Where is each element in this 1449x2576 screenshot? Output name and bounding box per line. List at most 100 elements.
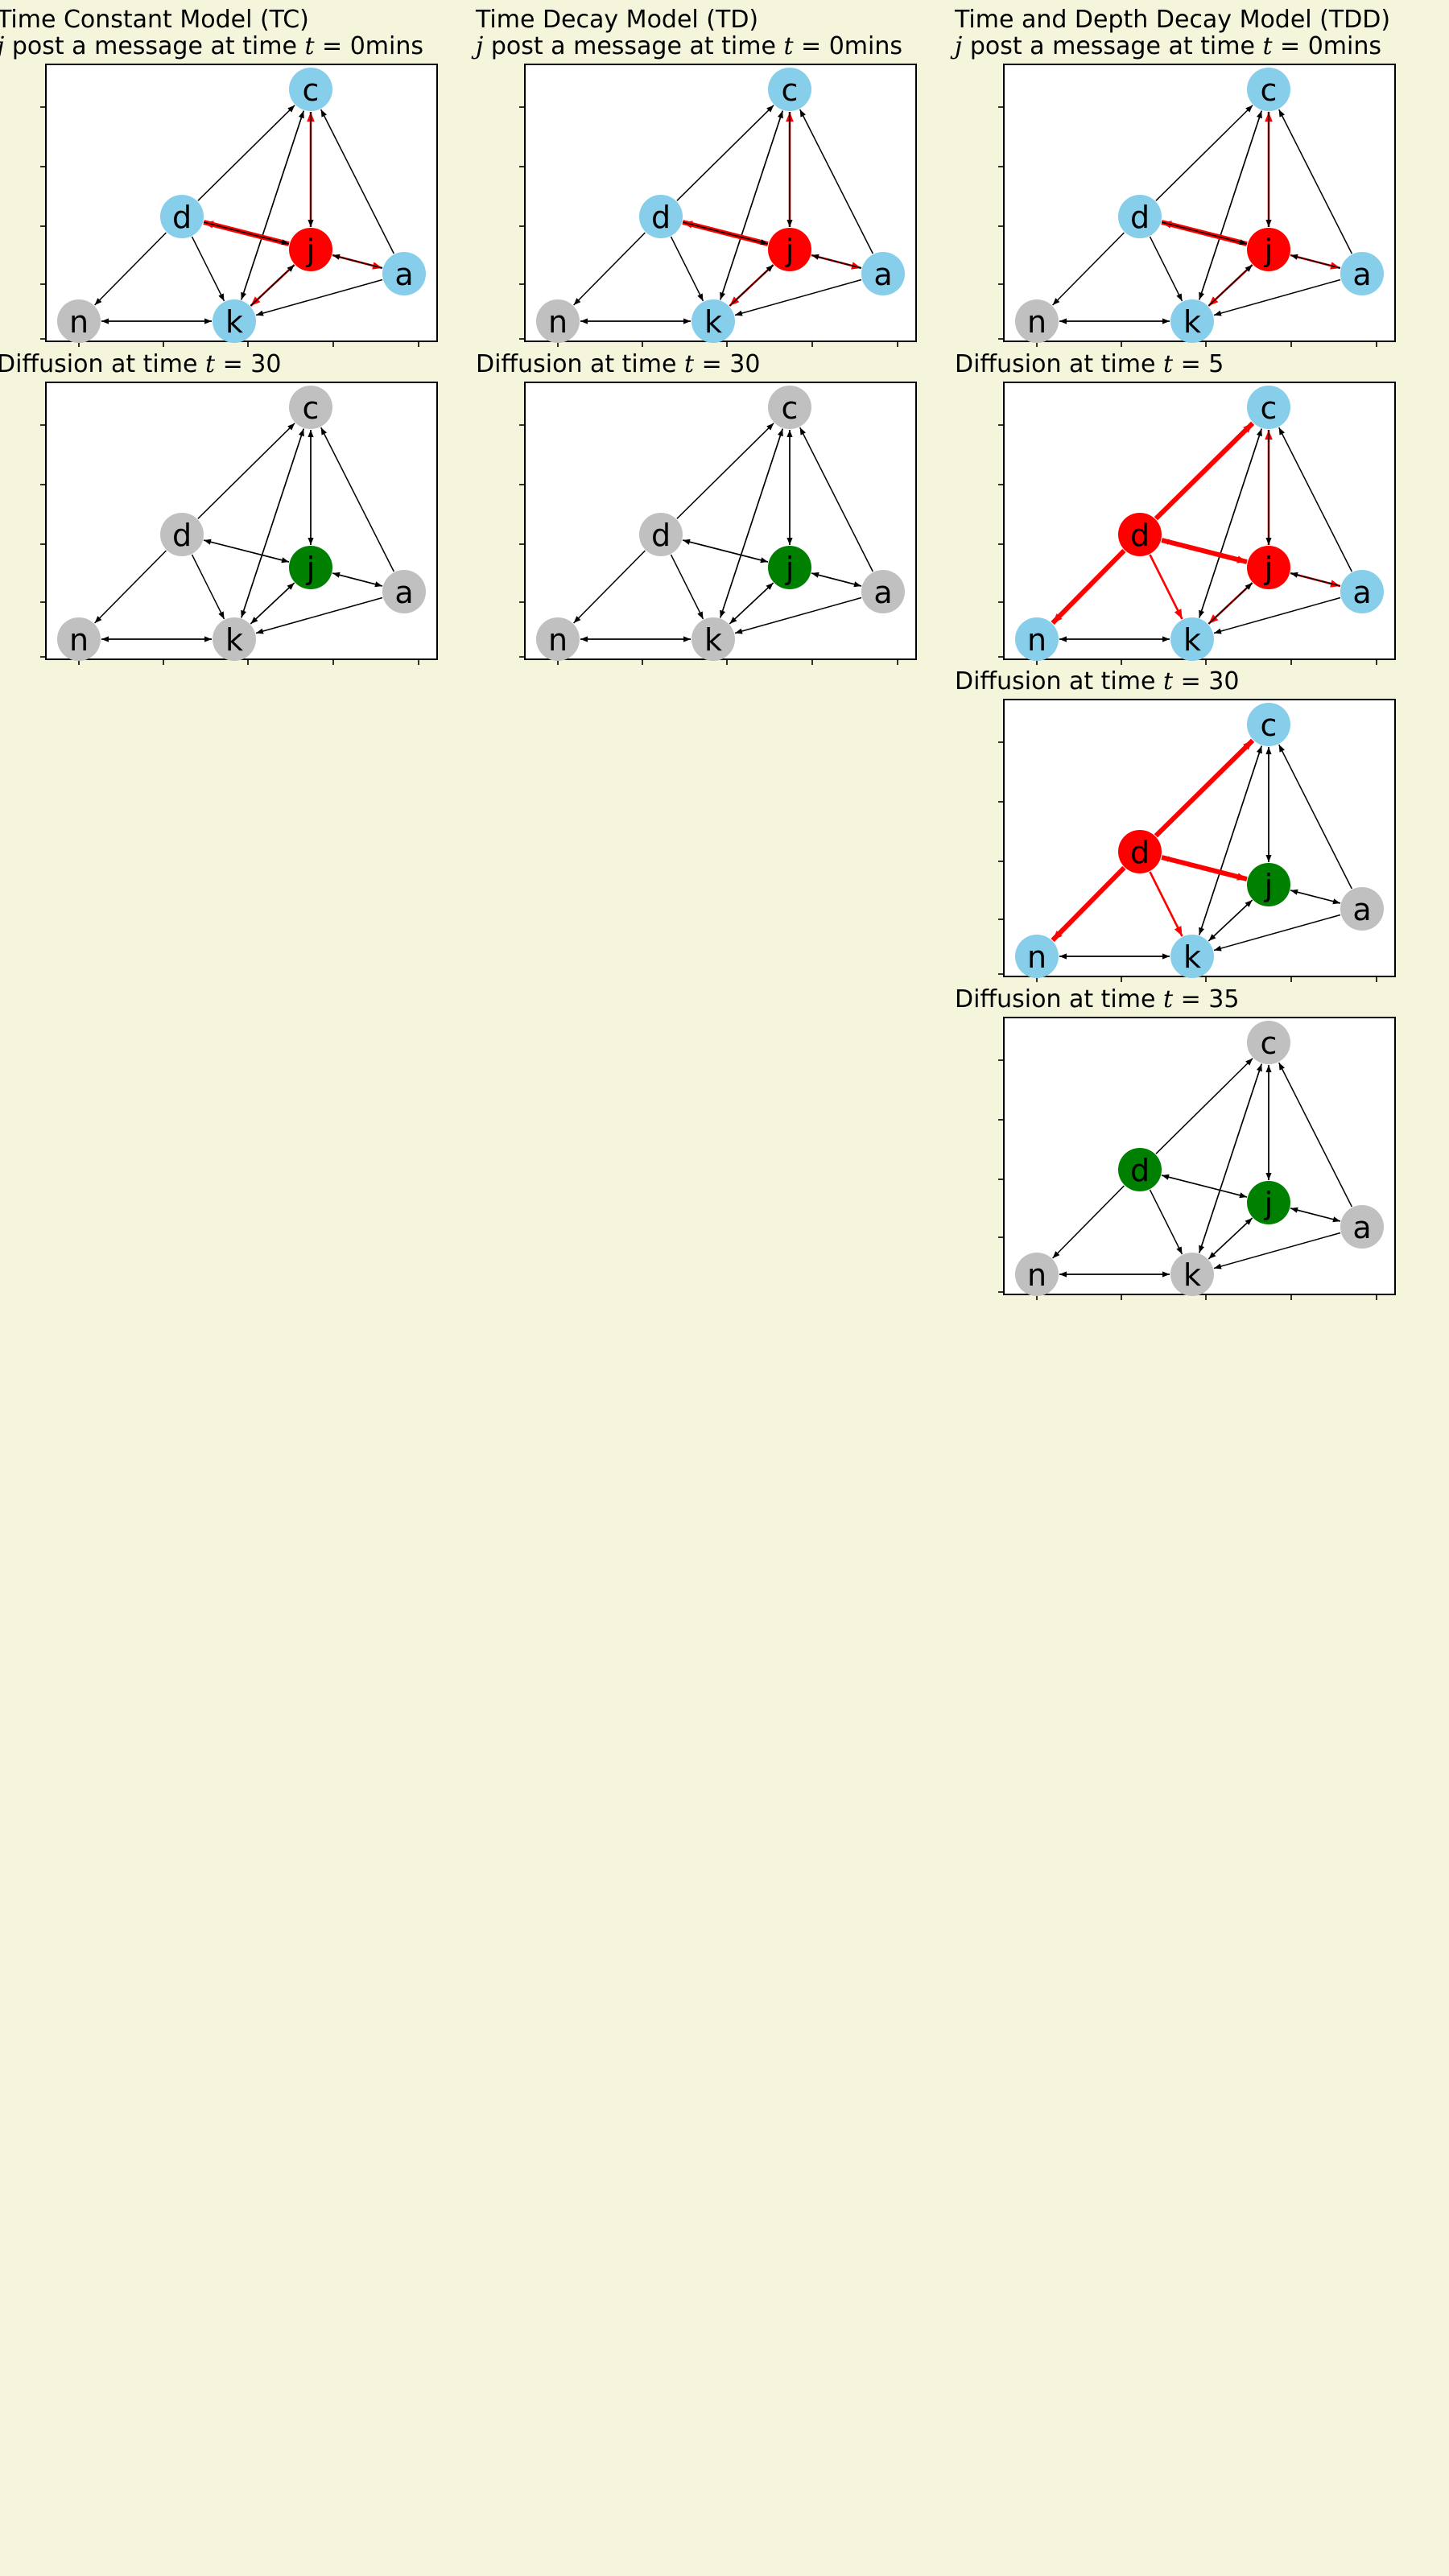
- node-a-circle: [861, 252, 905, 295]
- edge-d-c: [676, 105, 774, 201]
- title-line: Diffusion at time t = 30: [0, 351, 281, 378]
- edge-a-k: [734, 597, 862, 634]
- node-k: k: [691, 299, 735, 343]
- node-a: a: [1340, 1205, 1384, 1249]
- node-n-circle: [1015, 1253, 1059, 1296]
- edge-a-j: [332, 572, 383, 587]
- edge-a-j: [1290, 889, 1341, 904]
- node-k-label: k: [225, 622, 243, 658]
- node-a: a: [861, 252, 905, 295]
- edge-a-k: [1213, 1232, 1341, 1269]
- node-c-label: c: [303, 72, 320, 108]
- edge-d-k: [191, 554, 225, 620]
- edge-d-j: [1161, 221, 1248, 246]
- edge-k-j: [1208, 1217, 1253, 1260]
- edge-d-c: [1154, 421, 1255, 521]
- title-tail: = 5: [1173, 350, 1224, 378]
- node-d: d: [1118, 1148, 1162, 1191]
- node-c: c: [1247, 68, 1290, 111]
- node-n: n: [536, 617, 580, 661]
- edge-k-j: [1208, 582, 1253, 625]
- panel-title: Diffusion at time t = 30: [955, 668, 1239, 695]
- node-n-circle: [1015, 935, 1059, 978]
- node-d-circle: [160, 513, 204, 556]
- node-a: a: [1340, 570, 1384, 613]
- edge-a-k: [1213, 597, 1341, 634]
- title-math: t: [683, 350, 695, 378]
- node-n-label: n: [1027, 939, 1046, 975]
- edge-a-c: [320, 109, 394, 254]
- node-d-label: d: [651, 200, 671, 235]
- edge-a-j: [1290, 572, 1341, 587]
- node-d: d: [639, 195, 683, 238]
- edge-a-k: [255, 279, 383, 316]
- node-a-label: a: [394, 575, 413, 610]
- node-k-circle: [1170, 617, 1214, 661]
- node-j-label: j: [1264, 551, 1274, 586]
- node-c-label: c: [1261, 390, 1278, 426]
- node-d-label: d: [651, 518, 671, 553]
- node-d-circle: [1118, 1148, 1162, 1191]
- edge-a-c: [799, 109, 873, 254]
- node-a-circle: [1340, 1205, 1384, 1249]
- edge-d-k: [1149, 1189, 1183, 1255]
- edge-c-k: [720, 428, 783, 618]
- node-d-label: d: [1130, 518, 1150, 553]
- node-d-circle: [639, 513, 683, 556]
- edge-c-k: [1199, 110, 1262, 300]
- edge-c-k: [1199, 1063, 1262, 1253]
- title-tail: = 30: [1173, 667, 1240, 696]
- edge-d-j: [1161, 538, 1248, 564]
- edge-a-c: [1278, 744, 1352, 890]
- node-d-circle: [1118, 513, 1162, 556]
- node-k-circle: [213, 299, 256, 343]
- edge-d-k: [1149, 236, 1183, 302]
- edge-d-j: [203, 539, 290, 564]
- edge-a-k: [1213, 279, 1341, 316]
- title-math: t: [1162, 667, 1174, 696]
- node-j: j: [1247, 863, 1290, 906]
- node-n: n: [57, 299, 101, 343]
- edge-a-c: [799, 427, 873, 572]
- node-n: n: [1015, 299, 1059, 343]
- node-k: k: [1170, 935, 1214, 978]
- title-line: Time and Depth Decay Model (TDD): [955, 6, 1391, 34]
- node-n: n: [57, 617, 101, 661]
- node-a-label: a: [1352, 257, 1371, 292]
- edge-a-k: [734, 279, 862, 316]
- node-k-circle: [1170, 299, 1214, 343]
- node-k-circle: [691, 299, 735, 343]
- node-d-label: d: [1130, 835, 1150, 870]
- title-math: t: [1162, 985, 1174, 1013]
- title-tail: = 30: [694, 350, 761, 378]
- edge-d-k: [191, 236, 225, 302]
- node-c-circle: [1247, 68, 1290, 111]
- edge-d-c: [676, 423, 774, 519]
- node-a-circle: [382, 570, 426, 613]
- node-k-label: k: [225, 304, 243, 340]
- node-a: a: [1340, 887, 1384, 931]
- node-c-label: c: [1261, 708, 1278, 743]
- node-j: j: [768, 546, 811, 589]
- edge-a-c: [1278, 427, 1352, 572]
- node-a: a: [382, 252, 426, 295]
- node-c: c: [768, 68, 811, 111]
- edge-d-n: [1051, 865, 1126, 943]
- node-n-circle: [536, 299, 580, 343]
- node-j: j: [289, 546, 332, 589]
- edge-d-n: [1052, 1185, 1125, 1259]
- edge-a-k: [1213, 914, 1341, 952]
- node-c: c: [1247, 1021, 1290, 1064]
- node-k-label: k: [704, 304, 722, 340]
- edge-k-j: [250, 582, 295, 625]
- subtitle-line: j post a message at time t = 0mins: [0, 33, 423, 60]
- node-a-label: a: [1352, 575, 1371, 610]
- edge-a-j: [811, 254, 862, 269]
